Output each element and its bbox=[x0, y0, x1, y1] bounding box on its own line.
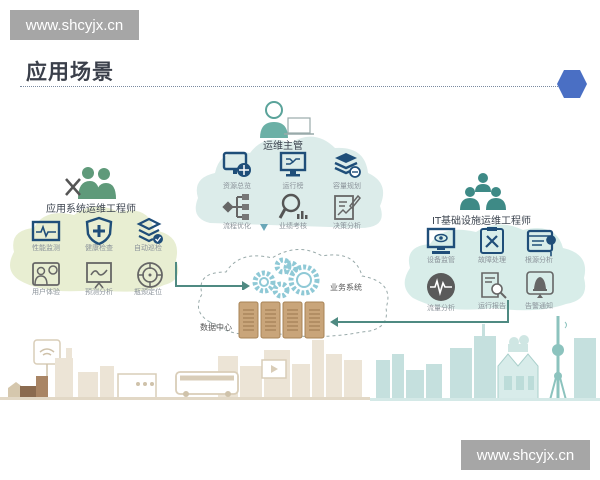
item-label: 根源分析 bbox=[525, 256, 553, 264]
item-label: 流量分析 bbox=[427, 304, 455, 312]
item-label: 瓶颈定位 bbox=[134, 288, 162, 296]
item-label: 告警通知 bbox=[525, 302, 553, 310]
bottleneck-target-icon bbox=[137, 262, 163, 288]
prediction-chart-icon bbox=[86, 262, 112, 289]
app-engineer-cloud bbox=[10, 206, 179, 292]
data-center-label: 数据中心 bbox=[200, 323, 232, 332]
item-label: 运行报告 bbox=[478, 302, 506, 310]
run-report-search-icon bbox=[481, 272, 507, 299]
server-racks-icon bbox=[238, 301, 325, 339]
role-title-it-engineer: IT基础设施运维工程师 bbox=[432, 216, 532, 227]
title-divider bbox=[20, 86, 560, 87]
item-label: 用户体验 bbox=[32, 288, 60, 296]
traffic-analysis-wave-icon bbox=[427, 273, 455, 301]
item-label: 设备监管 bbox=[427, 256, 455, 264]
page-title: 应用场景 bbox=[26, 60, 114, 84]
city-skyline-left bbox=[0, 339, 370, 400]
item-label: 资源总览 bbox=[223, 182, 251, 190]
item-label: 自动巡检 bbox=[134, 244, 162, 252]
gears-icon bbox=[252, 257, 320, 299]
it-engineer-team-icon bbox=[460, 173, 506, 210]
run-board-icon bbox=[279, 151, 307, 177]
device-monitor-eye-icon bbox=[426, 227, 456, 254]
hexagon-icon bbox=[557, 70, 587, 98]
health-check-shield-icon bbox=[85, 216, 113, 246]
item-label: 性能监测 bbox=[32, 244, 60, 252]
performance-monitor-icon bbox=[31, 220, 61, 242]
item-label: 预测分析 bbox=[85, 288, 113, 296]
left-arrow-connector bbox=[175, 262, 250, 290]
manager-avatar-icon bbox=[260, 101, 314, 138]
city-skyline-right bbox=[370, 316, 600, 401]
role-title-manager: 运维主管 bbox=[263, 141, 303, 152]
business-system-label: 业务系统 bbox=[330, 283, 362, 292]
performance-review-icon bbox=[278, 193, 308, 219]
watermark-bottom: www.shcyjx.cn bbox=[461, 440, 590, 470]
user-experience-icon bbox=[32, 262, 60, 286]
item-label: 容量规划 bbox=[333, 182, 361, 190]
process-flow-icon bbox=[222, 194, 249, 220]
down-triangle-icon bbox=[260, 224, 268, 231]
item-label: 业绩考核 bbox=[279, 222, 307, 230]
decision-analysis-icon bbox=[334, 194, 362, 220]
auto-inspect-layers-icon bbox=[136, 217, 163, 244]
watermark-top: www.shcyjx.cn bbox=[10, 10, 139, 40]
capacity-layers-icon bbox=[334, 153, 361, 178]
fault-repair-tools-icon bbox=[480, 227, 504, 254]
right-arrow-connector bbox=[330, 300, 509, 327]
app-engineer-avatar-icon bbox=[65, 167, 116, 199]
role-title-app-engineer: 应用系统运维工程师 bbox=[46, 204, 136, 215]
item-label: 故障处理 bbox=[478, 256, 506, 264]
item-label: 健康检查 bbox=[85, 244, 113, 252]
item-label: 流程优化 bbox=[223, 222, 251, 230]
resource-overview-icon bbox=[222, 151, 251, 177]
root-cause-window-icon bbox=[526, 229, 556, 256]
item-label: 运行榜 bbox=[282, 182, 304, 190]
item-label: 决策分析 bbox=[333, 222, 361, 230]
alarm-bell-icon bbox=[526, 271, 554, 298]
